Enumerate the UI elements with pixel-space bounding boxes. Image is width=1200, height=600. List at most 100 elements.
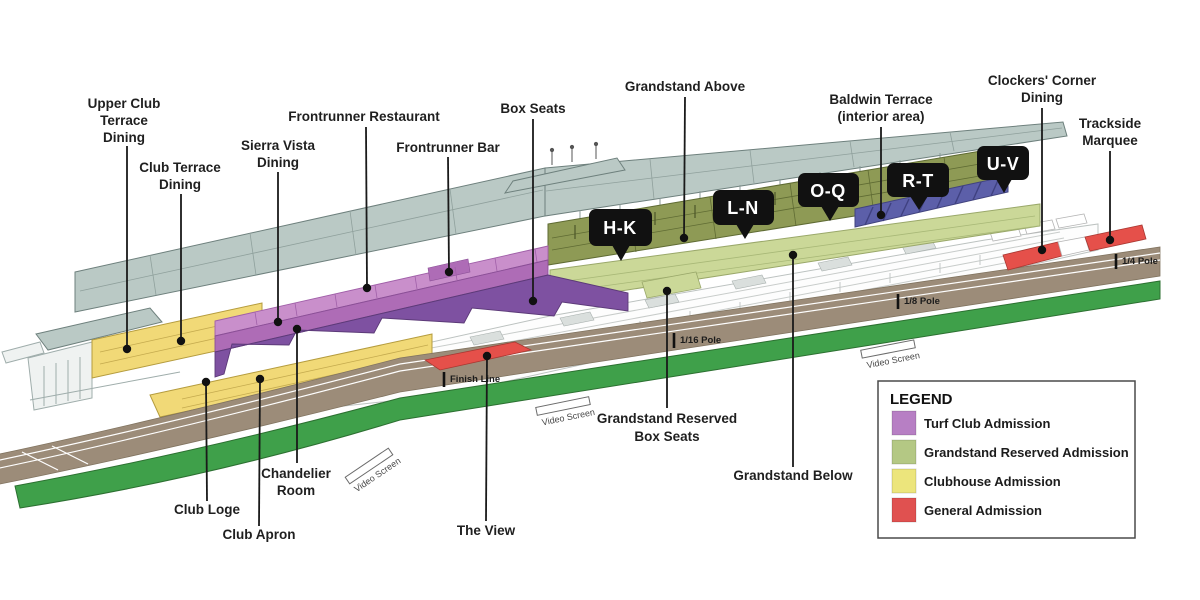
label-grandstand-above: Grandstand Above xyxy=(625,79,746,94)
section-markers: H-K L-N O-Q R-T U-V xyxy=(589,146,1029,261)
label-grandstand-reserved-box-seats: Grandstand Reserved Box Seats xyxy=(597,411,737,444)
leader-baldwin-terrace xyxy=(876,127,886,220)
leader-grandstand-below xyxy=(788,250,798,467)
legend-swatch-clubhouse xyxy=(891,468,917,494)
svg-text:Terrace: Terrace xyxy=(100,113,148,128)
section-marker-rt: R-T xyxy=(887,163,949,210)
label-club-terrace-dining: Club Terrace Dining xyxy=(139,160,221,192)
svg-text:Club Loge: Club Loge xyxy=(174,502,240,517)
svg-text:Chandelier: Chandelier xyxy=(261,466,332,481)
turf-club-lower-rows xyxy=(214,274,629,378)
label-frontrunner-restaurant: Frontrunner Restaurant xyxy=(288,109,440,124)
section-between-reds xyxy=(1057,236,1090,257)
video-screen-shape xyxy=(535,396,591,416)
svg-text:Dining: Dining xyxy=(1021,90,1063,105)
svg-text:Dining: Dining xyxy=(159,177,201,192)
svg-text:Baldwin Terrace: Baldwin Terrace xyxy=(829,92,933,107)
svg-text:Marquee: Marquee xyxy=(1082,133,1138,148)
leader-club-loge xyxy=(201,377,211,502)
section-trackside-marquee xyxy=(1084,224,1147,252)
finish-line-label: Finish Line xyxy=(450,374,500,385)
leader-trackside-marquee xyxy=(1105,151,1115,245)
section-marker-oq: O-Q xyxy=(798,173,859,221)
label-frontrunner-bar: Frontrunner Bar xyxy=(396,140,500,155)
svg-text:R-T: R-T xyxy=(902,171,934,191)
turf-track xyxy=(14,280,1161,509)
grandstand-roof xyxy=(35,121,1068,351)
roof-flagpoles xyxy=(549,141,599,165)
svg-text:Room: Room xyxy=(277,483,315,498)
svg-text:Box Seats: Box Seats xyxy=(634,429,699,444)
legend-swatch-grandstand-reserved xyxy=(891,439,917,465)
marker-1-4-pole: 1/4 Pole xyxy=(1114,254,1158,269)
label-the-view: The View xyxy=(457,523,516,538)
label-club-loge: Club Loge xyxy=(174,502,240,517)
label-baldwin-terrace: Baldwin Terrace (interior area) xyxy=(829,92,933,124)
legend-item-general: General Admission xyxy=(891,497,1042,523)
legend-title: LEGEND xyxy=(890,391,953,408)
svg-text:Clockers' Corner: Clockers' Corner xyxy=(988,73,1097,88)
svg-text:Club Terrace: Club Terrace xyxy=(139,160,221,175)
leader-lines xyxy=(122,96,1115,527)
marker-finish-line: Finish Line xyxy=(442,372,500,387)
svg-text:Frontrunner Bar: Frontrunner Bar xyxy=(396,140,500,155)
legend-label: Clubhouse Admission xyxy=(924,474,1061,489)
general-admission-sections xyxy=(423,224,1147,371)
svg-text:Grandstand Below: Grandstand Below xyxy=(733,468,853,483)
video-screen-left: Video Screen xyxy=(344,447,402,494)
track-rails xyxy=(0,252,1161,471)
legend-box xyxy=(877,380,1136,539)
marker-1-8-pole: 1/8 Pole xyxy=(896,294,940,309)
label-clockers-corner-dining: Clockers' Corner Dining xyxy=(988,73,1097,105)
section-marker-ln: L-N xyxy=(713,190,774,239)
svg-text:Club Apron: Club Apron xyxy=(223,527,296,542)
map-label-texts: Upper Club Terrace Dining Club Terrace D… xyxy=(88,73,1142,542)
svg-text:L-N: L-N xyxy=(727,198,759,218)
left-structures xyxy=(1,341,181,411)
svg-text:Grandstand Reserved: Grandstand Reserved xyxy=(597,411,737,426)
leader-grandstand-above xyxy=(679,96,689,243)
video-screen-middle: Video Screen xyxy=(535,396,596,427)
leader-upper-club-terrace-dining xyxy=(122,146,132,354)
section-baldwin-terrace xyxy=(854,175,1009,228)
legend-label: Turf Club Admission xyxy=(924,416,1050,431)
roof-ridges xyxy=(79,127,1063,296)
svg-text:Frontrunner Restaurant: Frontrunner Restaurant xyxy=(288,109,440,124)
legend-item-turf-club: Turf Club Admission xyxy=(891,410,1050,436)
label-grandstand-below: Grandstand Below xyxy=(733,468,853,483)
section-marker-hk: H-K xyxy=(589,209,652,261)
dirt-track xyxy=(0,246,1161,485)
leader-box-seats xyxy=(528,119,538,306)
legend-item-grandstand-reserved: Grandstand Reserved Admission xyxy=(891,439,1129,465)
label-club-apron: Club Apron xyxy=(223,527,296,542)
roof-left-awning xyxy=(35,307,163,351)
leader-frontrunner-restaurant xyxy=(362,126,372,293)
svg-text:H-K: H-K xyxy=(603,218,637,238)
svg-text:U-V: U-V xyxy=(987,154,1020,174)
grandstand-reserved-rows xyxy=(559,215,1039,293)
leader-frontrunner-bar xyxy=(444,156,454,277)
pole-1-4-label: 1/4 Pole xyxy=(1122,256,1158,267)
pole-1-8-label: 1/8 Pole xyxy=(904,296,940,307)
svg-text:Grandstand Above: Grandstand Above xyxy=(625,79,746,94)
legend: LEGEND Turf Club Admission Grandstand Re… xyxy=(877,380,1136,539)
svg-text:Sierra Vista: Sierra Vista xyxy=(241,138,316,153)
section-marker-uv: U-V xyxy=(977,146,1029,193)
svg-text:Upper Club: Upper Club xyxy=(88,96,161,111)
leader-clockers-corner-dining xyxy=(1037,108,1047,255)
label-upper-club-terrace-dining: Upper Club Terrace Dining xyxy=(88,96,161,145)
leader-club-terrace-dining xyxy=(176,194,186,346)
label-sierra-vista-dining: Sierra Vista Dining xyxy=(241,138,316,170)
leader-sierra-vista-dining xyxy=(273,172,283,327)
svg-text:The View: The View xyxy=(457,523,516,538)
legend-label: Grandstand Reserved Admission xyxy=(924,445,1129,460)
leader-chandelier-room xyxy=(292,324,302,463)
turf-club-upper-dividers xyxy=(254,248,538,326)
svg-text:(interior area): (interior area) xyxy=(837,109,924,124)
leader-club-apron xyxy=(255,374,265,527)
legend-swatch-general xyxy=(891,497,917,523)
svg-text:O-Q: O-Q xyxy=(810,181,846,201)
legend-item-clubhouse: Clubhouse Admission xyxy=(891,468,1061,494)
leader-the-view xyxy=(482,351,492,522)
